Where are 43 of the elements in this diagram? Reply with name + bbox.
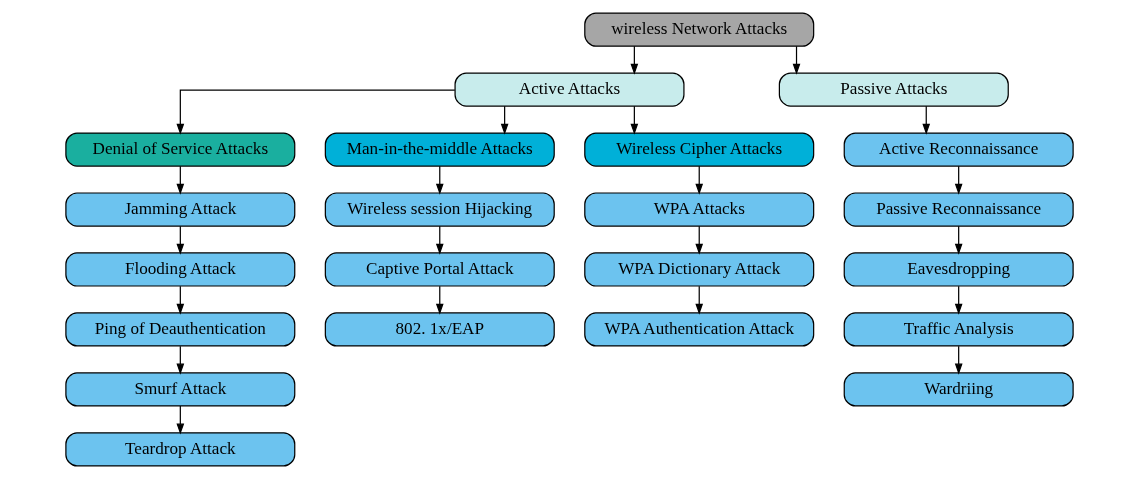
- arrow: [694, 225, 703, 255]
- arrow: [435, 225, 444, 255]
- node-box: Passive Reconnaissance: [843, 192, 1074, 227]
- arrow: [954, 225, 963, 255]
- node-box: Passive Attacks: [778, 72, 1009, 107]
- arrow: [175, 345, 184, 375]
- node-box: WPA Authentication Attack: [583, 312, 814, 347]
- arrow: [175, 405, 184, 435]
- arrow: [694, 165, 703, 195]
- node-box: Eavesdropping: [843, 252, 1074, 287]
- node-box: wireless Network Attacks: [583, 12, 814, 47]
- arrow: [435, 285, 444, 315]
- arrow: [954, 285, 963, 315]
- node-box: Jamming Attack: [64, 192, 295, 227]
- arrow: [175, 285, 184, 315]
- node-box: WPA Attacks: [583, 192, 814, 227]
- node-box: Smurf Attack: [64, 372, 295, 407]
- node-box: Wireless Cipher Attacks: [583, 132, 814, 167]
- arrow: [500, 105, 508, 135]
- node-box: Ping of Deauthentication: [64, 312, 295, 347]
- arrow: [175, 225, 184, 255]
- node-box: Flooding Attack: [64, 252, 295, 287]
- arrow: [792, 45, 800, 75]
- node-box: Active Attacks: [453, 72, 685, 107]
- node-box: Teardrop Attack: [64, 432, 295, 467]
- arrow: [921, 105, 930, 135]
- arrow: [435, 165, 444, 195]
- node-box: WPA Dictionary Attack: [583, 252, 814, 287]
- arrow: [954, 165, 963, 195]
- node-box: Wardriing: [843, 372, 1074, 407]
- node-box: Active Reconnaissance: [843, 132, 1074, 167]
- node-box: Captive Portal Attack: [324, 252, 555, 287]
- node-box: Man-in-the-middle Attacks: [324, 132, 555, 167]
- node-box: Denial of Service Attacks: [64, 132, 295, 167]
- arrow: [694, 285, 703, 315]
- arrow: [175, 89, 455, 135]
- node-box: 802. 1x/EAP: [324, 312, 555, 347]
- node-box: Wireless session Hijacking: [324, 192, 555, 227]
- node-box: Traffic Analysis: [843, 312, 1074, 347]
- arrow: [630, 105, 638, 135]
- arrow: [630, 45, 638, 75]
- arrow: [175, 165, 184, 195]
- arrow: [954, 345, 963, 375]
